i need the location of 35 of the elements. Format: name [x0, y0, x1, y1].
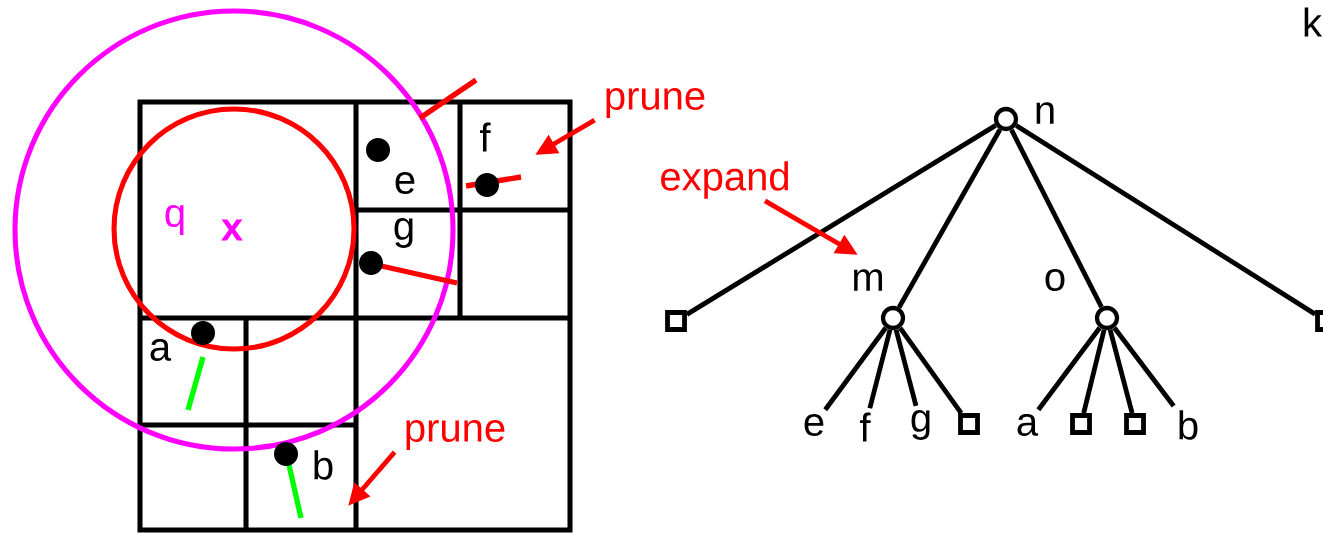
point-label: f	[480, 122, 491, 152]
tree-edge	[1107, 329, 1135, 414]
tree-edge	[1036, 326, 1102, 412]
tree-edge	[1015, 123, 1317, 317]
tree-edge	[867, 329, 893, 409]
node-label: n	[1036, 102, 1054, 124]
leaf-label: g	[911, 410, 930, 440]
point-label: k	[1304, 7, 1323, 37]
leaf-square	[1124, 413, 1146, 435]
node-label: o	[1045, 269, 1065, 291]
point-label: x	[221, 219, 243, 241]
point-label: g	[394, 218, 413, 248]
annotation-text: prune	[606, 88, 705, 118]
tree-edge	[893, 329, 919, 407]
tree-edge	[685, 123, 997, 317]
point-label: a	[150, 339, 172, 361]
tree-edge	[1081, 329, 1107, 414]
leaf-square	[958, 413, 980, 435]
tree-edge	[896, 128, 1003, 309]
tree-edge	[823, 326, 888, 412]
leaf-label: b	[1179, 410, 1198, 440]
point-label: q	[165, 205, 184, 235]
point-label: e	[395, 172, 415, 194]
node-label: m	[854, 269, 883, 291]
leaf-label: f	[860, 412, 871, 442]
tree-edge	[898, 326, 964, 415]
leaf-label: a	[1017, 414, 1039, 436]
leaf-square	[665, 310, 687, 332]
leaf-label: e	[804, 414, 824, 436]
annotation-text: prune	[406, 420, 505, 450]
annotation-text: expand	[661, 161, 789, 199]
tree-edge	[1112, 326, 1176, 408]
leaf-square	[1070, 413, 1092, 435]
point-label: b	[314, 450, 333, 480]
tree-edge	[1009, 128, 1104, 309]
